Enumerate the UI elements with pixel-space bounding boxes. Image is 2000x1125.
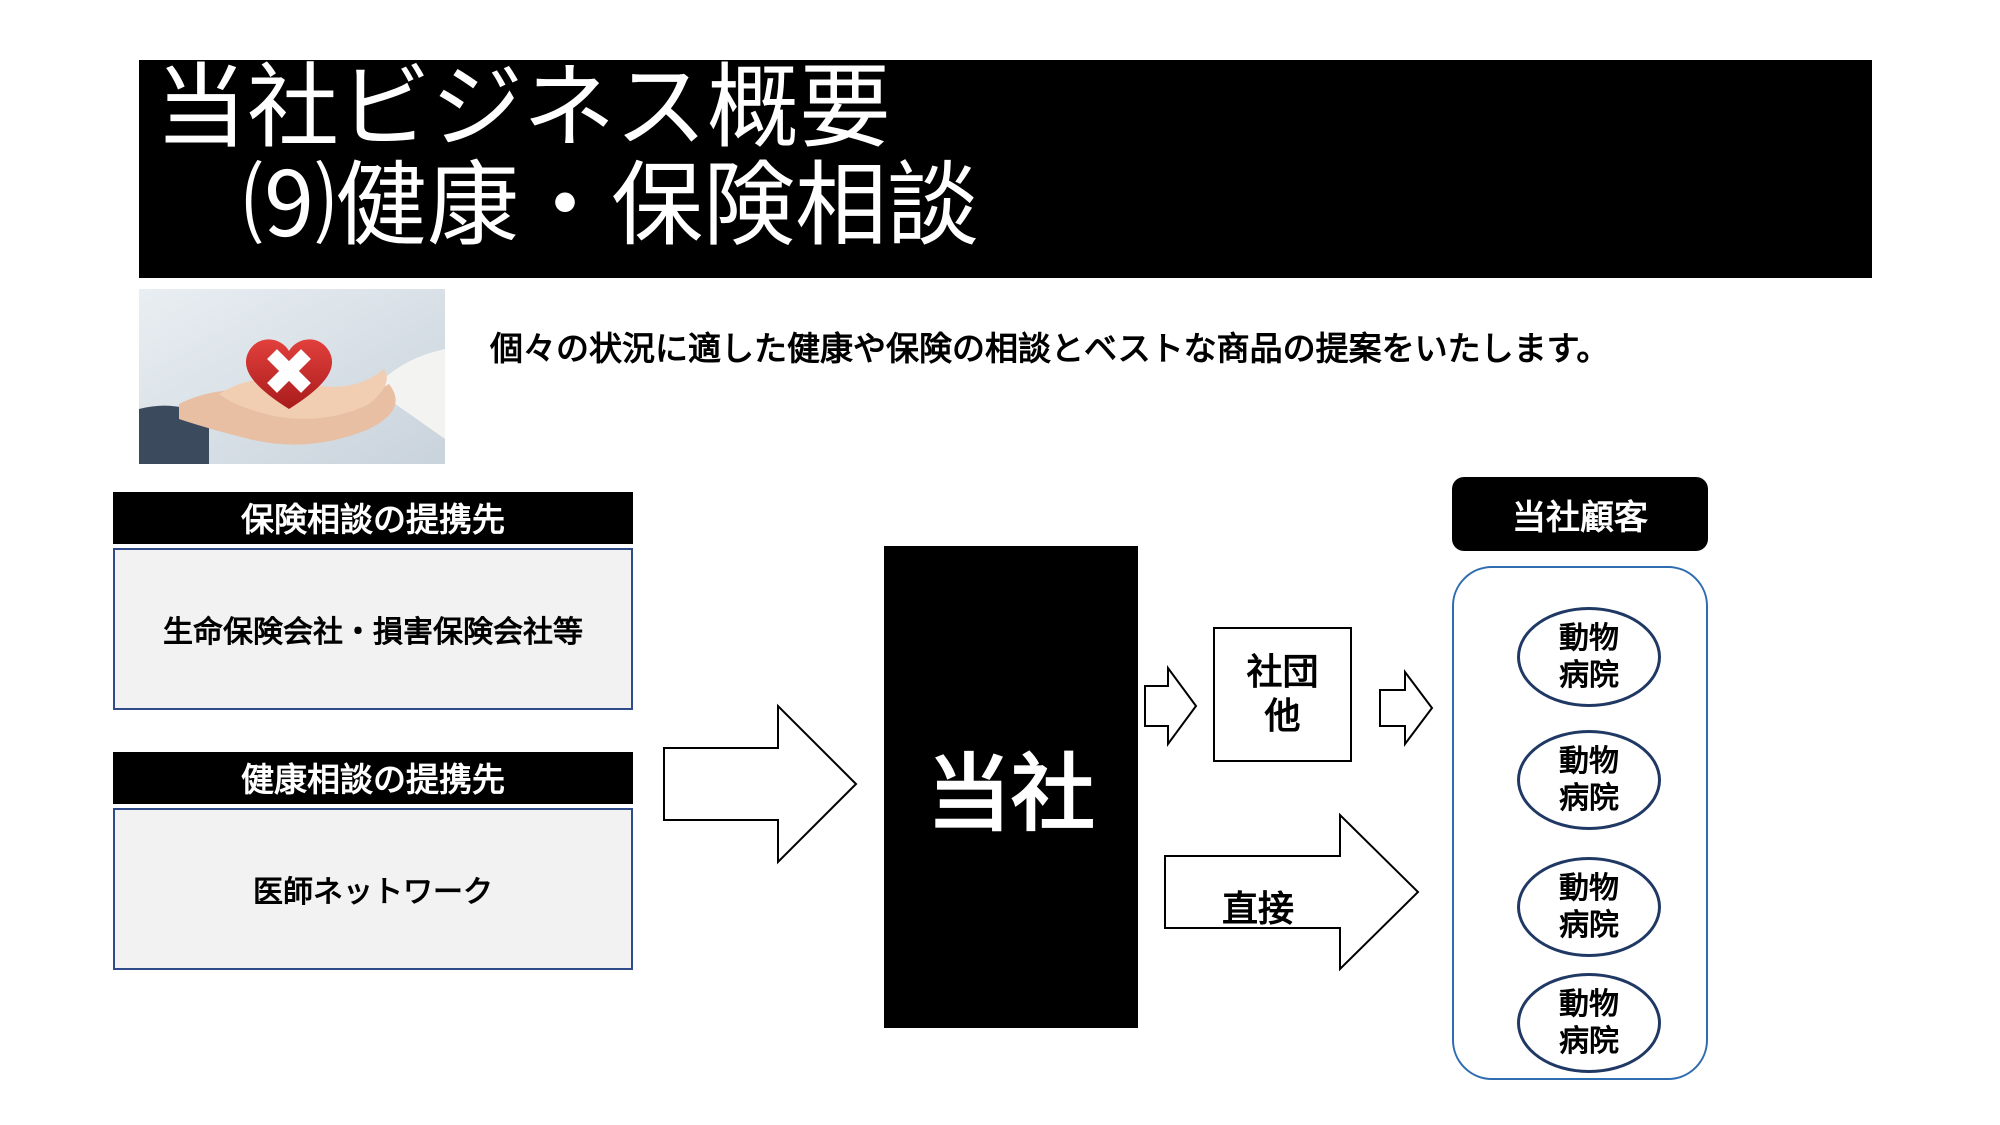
customer-header: 当社顧客 — [1452, 477, 1708, 551]
clinic-label-line1: 動物 — [1559, 743, 1619, 779]
arrow-partners-to-company — [663, 703, 858, 865]
clinic-label-line1: 動物 — [1559, 986, 1619, 1022]
clinic-node: 動物 病院 — [1517, 857, 1661, 957]
company-label: 当社 — [926, 744, 1095, 843]
clinic-label-line2: 病院 — [1559, 781, 1619, 816]
health-partner-header: 健康相談の提携先 — [113, 752, 633, 804]
health-partner-text: 医師ネットワーク — [253, 875, 493, 910]
company-box: 当社 — [884, 546, 1138, 1028]
insurance-partner-text: 生命保険会社・損害保険会社等 — [163, 615, 583, 650]
clinic-node: 動物 病院 — [1517, 607, 1661, 707]
insurance-partner-box: 生命保険会社・損害保険会社等 — [113, 548, 633, 710]
title-bar: 当社ビジネス概要 ⑼健康・保険相談 — [139, 60, 1872, 278]
customer-group — [1452, 566, 1708, 1080]
direct-label: 直接 — [1222, 889, 1295, 930]
hands-heart-photo — [139, 289, 445, 464]
lead-text: 個々の状況に適した健康や保険の相談とベストな商品の提案をいたします。 — [490, 329, 1610, 368]
clinic-node: 動物 病院 — [1517, 973, 1661, 1073]
arrow-association-to-customers — [1379, 669, 1434, 747]
customer-header-label: 当社顧客 — [1512, 497, 1648, 538]
association-line1: 社団 — [1246, 652, 1319, 694]
health-partner-box: 医師ネットワーク — [113, 808, 633, 970]
page-title: 当社ビジネス概要 — [155, 54, 892, 161]
clinic-label-line2: 病院 — [1559, 1024, 1619, 1059]
arrow-company-to-association — [1144, 664, 1198, 748]
clinic-label-line1: 動物 — [1559, 870, 1619, 906]
arrow-direct — [1164, 812, 1420, 972]
clinic-node: 動物 病院 — [1517, 730, 1661, 830]
page-subtitle: ⑼健康・保険相談 — [243, 152, 980, 259]
association-line2: 他 — [1264, 695, 1301, 737]
clinic-label-line1: 動物 — [1559, 620, 1619, 656]
clinic-label-line2: 病院 — [1559, 908, 1619, 943]
clinic-label-line2: 病院 — [1559, 658, 1619, 693]
association-box: 社団 他 — [1213, 627, 1352, 762]
insurance-partner-header: 保険相談の提携先 — [113, 492, 633, 544]
